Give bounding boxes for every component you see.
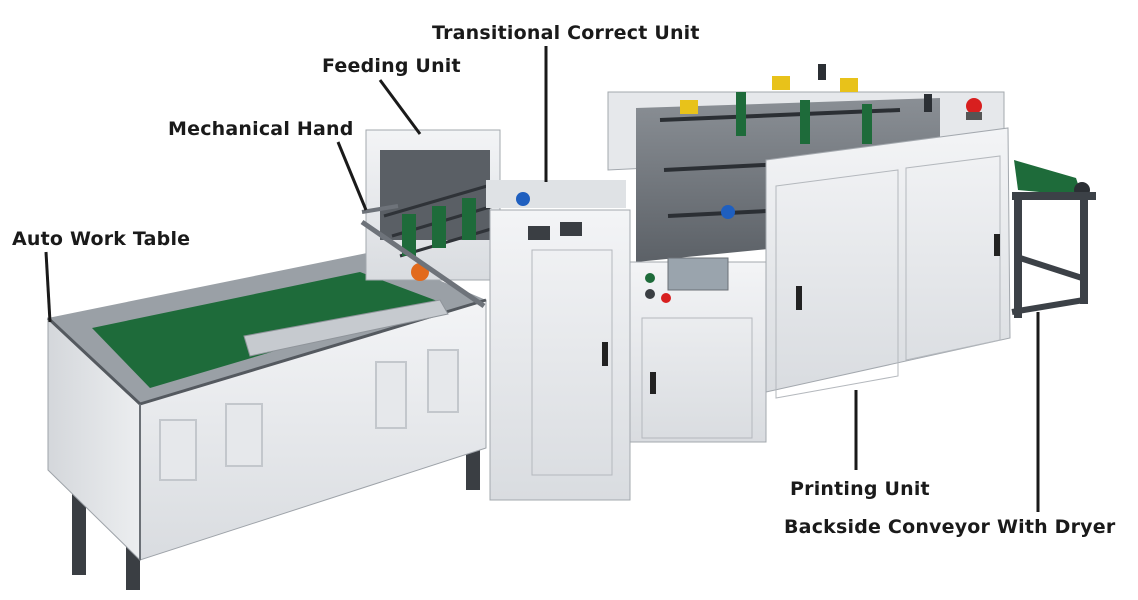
callout-leader-lines bbox=[44, 46, 1040, 512]
label-auto-work-table: Auto Work Table bbox=[12, 228, 191, 250]
mechanical-hand bbox=[360, 204, 486, 309]
printing-unit bbox=[607, 64, 1011, 443]
label-feeding-unit: Feeding Unit bbox=[322, 55, 461, 77]
vent-grilles bbox=[159, 349, 459, 481]
label-mechanical-hand: Mechanical Hand bbox=[168, 118, 354, 140]
label-printing-unit: Printing Unit bbox=[790, 478, 930, 500]
control-buttons bbox=[645, 273, 671, 303]
backside-conveyor bbox=[1011, 160, 1096, 318]
auto-work-table bbox=[46, 252, 487, 590]
label-backside-conveyor: Backside Conveyor With Dryer bbox=[784, 516, 1116, 538]
feeding-unit bbox=[365, 129, 509, 281]
label-transitional-correct-unit: Transitional Correct Unit bbox=[432, 22, 700, 44]
warning-light bbox=[966, 98, 982, 114]
transitional-correct-unit bbox=[486, 180, 631, 501]
table-conveyor-belt bbox=[92, 272, 440, 388]
